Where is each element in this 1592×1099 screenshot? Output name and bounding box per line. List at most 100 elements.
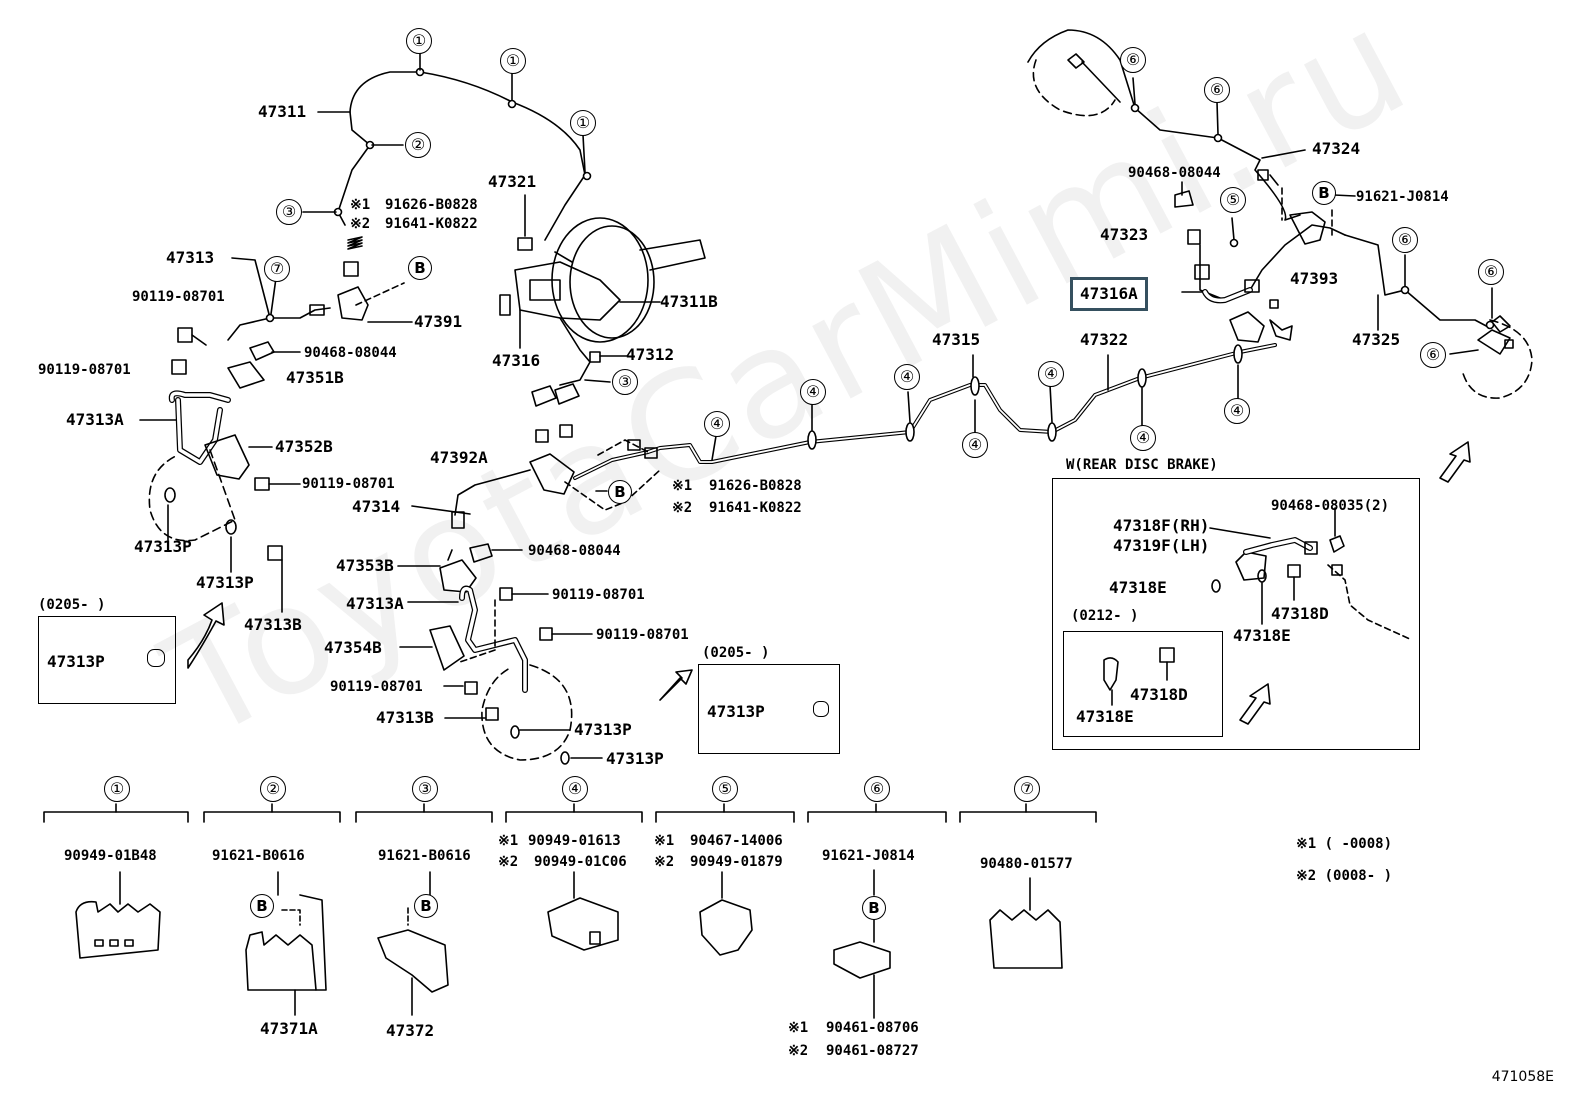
ref-6: ⑥ (1392, 227, 1418, 253)
brake-line-47311 (349, 71, 586, 241)
part-47314[interactable]: 47314 (352, 497, 401, 516)
variant-box-left: 47313P (38, 616, 176, 704)
part-47313p[interactable]: 47313P (47, 652, 105, 671)
clamp-91621-j0814[interactable]: 91621-J0814 (822, 848, 915, 864)
part-90119-08701[interactable]: 90119-08701 (302, 476, 395, 492)
part-47353b[interactable]: 47353B (336, 556, 394, 575)
part-91626-b0828[interactable]: 91626-B0828 (709, 478, 802, 494)
ref-1: ① (500, 48, 526, 74)
clamp-90467-14006[interactable]: 90467-14006 (690, 833, 783, 849)
part-47313p[interactable]: 47313P (707, 702, 765, 721)
part-47313[interactable]: 47313 (166, 248, 215, 267)
part-47313a[interactable]: 47313A (346, 594, 404, 613)
ref-4: ④ (894, 364, 920, 390)
ref-b: B (862, 896, 886, 920)
part-47322[interactable]: 47322 (1080, 330, 1129, 349)
part-47318e[interactable]: 47318E (1076, 707, 1134, 726)
note-1: ※1 (672, 478, 693, 494)
part-90119-08701[interactable]: 90119-08701 (552, 587, 645, 603)
clamp-90949-01c06[interactable]: 90949-01C06 (534, 854, 627, 870)
ref-1: ① (406, 28, 432, 54)
clamp-90949-01613[interactable]: 90949-01613 (528, 833, 621, 849)
part-47316a-highlighted[interactable]: 47316A (1070, 277, 1148, 311)
ref-6: ⑥ (1420, 342, 1446, 368)
ref-b: B (1312, 181, 1336, 205)
ref-1: ① (104, 776, 130, 802)
ref-4: ④ (962, 432, 988, 458)
clamp-91621-b0616[interactable]: 91621-B0616 (378, 848, 471, 864)
part-47319f-lh[interactable]: 47319F(LH) (1113, 536, 1210, 555)
rear-disc-title: W(REAR DISC BRAKE) (1066, 457, 1218, 473)
part-47372[interactable]: 47372 (386, 1021, 435, 1040)
part-47313p[interactable]: 47313P (606, 749, 664, 768)
part-91641-k0822[interactable]: 91641-K0822 (709, 500, 802, 516)
part-47325[interactable]: 47325 (1352, 330, 1401, 349)
part-90119-08701[interactable]: 90119-08701 (38, 362, 131, 378)
part-91621-j0814[interactable]: 91621-J0814 (1356, 189, 1449, 205)
ref-3: ③ (612, 369, 638, 395)
part-47313b[interactable]: 47313B (376, 708, 434, 727)
ref-6: ⑥ (1478, 259, 1504, 285)
part-47311[interactable]: 47311 (258, 102, 307, 121)
ref-6: ⑥ (1204, 77, 1230, 103)
part-47318e[interactable]: 47318E (1233, 626, 1291, 645)
rear-variant-box: 47318D 47318E (1063, 631, 1223, 737)
part-47313p[interactable]: 47313P (574, 720, 632, 739)
ref-6: ⑥ (1120, 47, 1146, 73)
ref-4: ④ (1224, 398, 1250, 424)
part-47318d[interactable]: 47318D (1130, 685, 1188, 704)
clamp-90480-01577[interactable]: 90480-01577 (980, 856, 1073, 872)
part-47393[interactable]: 47393 (1290, 269, 1339, 288)
part-47351b[interactable]: 47351B (286, 368, 344, 387)
part-47321[interactable]: 47321 (488, 172, 537, 191)
part-47318f-rh[interactable]: 47318F(RH) (1113, 516, 1210, 535)
part-91626-b0828[interactable]: 91626-B0828 (385, 197, 478, 213)
part-90468-08044[interactable]: 90468-08044 (528, 543, 621, 559)
ref-1: ① (570, 110, 596, 136)
part-90468-08044[interactable]: 90468-08044 (304, 345, 397, 361)
part-47313a[interactable]: 47313A (66, 410, 124, 429)
part-90119-08701[interactable]: 90119-08701 (132, 289, 225, 305)
rear-disc-box: 90468-08035(2) 47318F(RH) 47319F(LH) 473… (1052, 478, 1420, 750)
part-91641-k0822[interactable]: 91641-K0822 (385, 216, 478, 232)
part-47316[interactable]: 47316 (492, 351, 541, 370)
part-47323[interactable]: 47323 (1100, 225, 1149, 244)
part-90468-08035[interactable]: 90468-08035(2) (1271, 498, 1390, 514)
clamp-90461-08727[interactable]: 90461-08727 (826, 1043, 919, 1059)
diagram-code: 471058E (1491, 1069, 1554, 1085)
ref-3: ③ (276, 199, 302, 225)
brake-line-47313 (231, 257, 331, 319)
date-range-rear: (0212- ) (1071, 608, 1139, 624)
part-47313p[interactable]: 47313P (134, 537, 192, 556)
part-47318d[interactable]: 47318D (1271, 604, 1329, 623)
part-47354b[interactable]: 47354B (324, 638, 382, 657)
ref-7: ⑦ (264, 256, 290, 282)
ref-b: B (408, 256, 432, 280)
part-47315[interactable]: 47315 (932, 330, 981, 349)
part-47392a[interactable]: 47392A (430, 448, 488, 467)
ref-4: ④ (1038, 361, 1064, 387)
clamp-91621-b0616[interactable]: 91621-B0616 (212, 848, 305, 864)
part-47371a[interactable]: 47371A (260, 1019, 318, 1038)
part-47391[interactable]: 47391 (414, 312, 463, 331)
part-47313p[interactable]: 47313P (196, 573, 254, 592)
part-47312[interactable]: 47312 (626, 345, 675, 364)
legend-note-2: ※2 (0008- ) (1296, 868, 1393, 884)
clamp-90949-01b48[interactable]: 90949-01B48 (64, 848, 157, 864)
part-90119-08701[interactable]: 90119-08701 (596, 627, 689, 643)
part-90119-08701[interactable]: 90119-08701 (330, 679, 423, 695)
part-47352b[interactable]: 47352B (275, 437, 333, 456)
part-47313b[interactable]: 47313B (244, 615, 302, 634)
clamp-90461-08706[interactable]: 90461-08706 (826, 1020, 919, 1036)
part-90468-08044[interactable]: 90468-08044 (1128, 165, 1221, 181)
part-47318e[interactable]: 47318E (1109, 578, 1167, 597)
clamp-90949-01879[interactable]: 90949-01879 (690, 854, 783, 870)
ref-4: ④ (562, 776, 588, 802)
part-47324[interactable]: 47324 (1312, 139, 1361, 158)
ref-b: B (414, 894, 438, 918)
note-2: ※2 (788, 1043, 809, 1059)
part-47311b[interactable]: 47311B (660, 292, 718, 311)
ref-5: ⑤ (712, 776, 738, 802)
